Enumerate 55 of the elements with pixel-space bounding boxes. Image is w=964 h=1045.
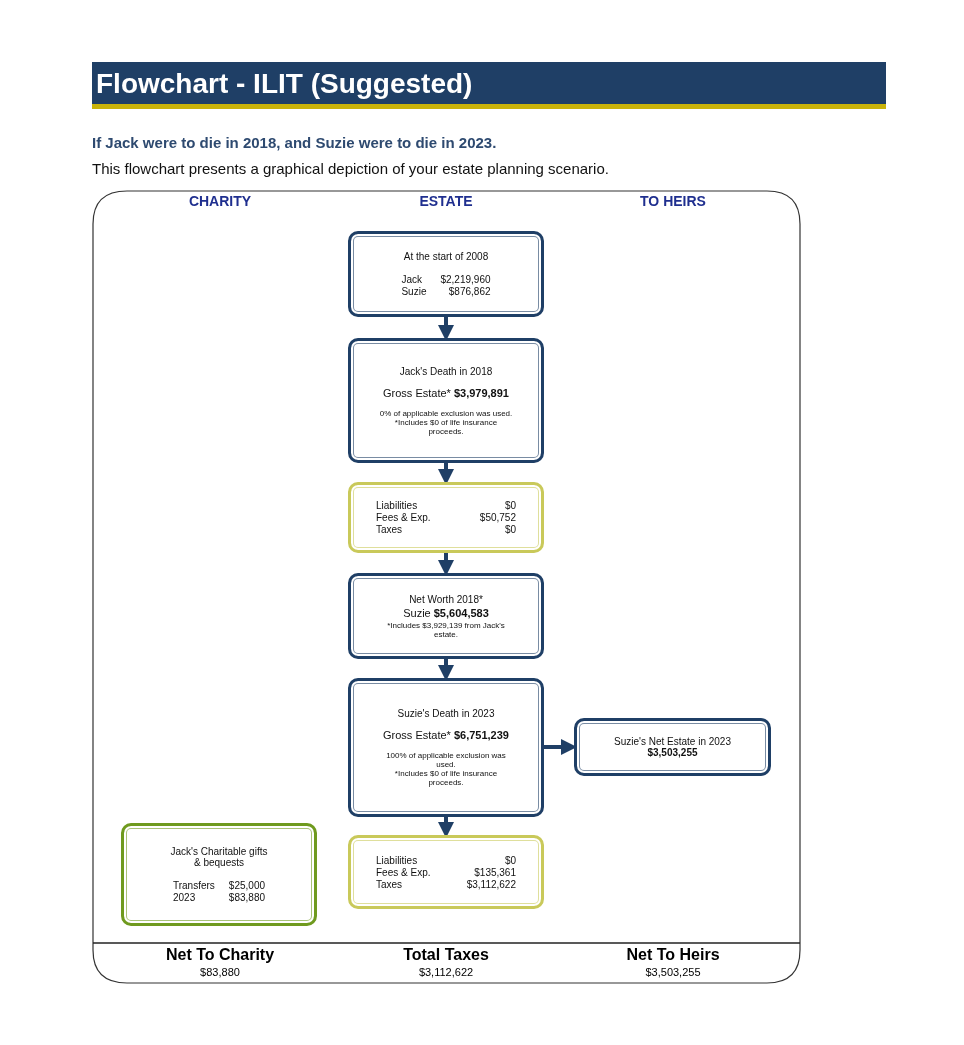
row-label: 2023 bbox=[173, 892, 197, 903]
box-heading: Suzie's Death in 2023 bbox=[397, 708, 495, 719]
amount: $25,000 bbox=[228, 880, 265, 891]
net-worth-box bbox=[348, 573, 544, 659]
start-box bbox=[348, 231, 544, 317]
box-text: Suzie $5,604,583 bbox=[403, 606, 489, 619]
row-label: Taxes bbox=[376, 524, 404, 535]
total-value: $3,503,255 bbox=[645, 966, 701, 978]
amount: $135,361 bbox=[473, 866, 516, 878]
event-box bbox=[348, 678, 544, 817]
box-heading: Jack's Death in 2018 bbox=[399, 365, 493, 377]
row-label: Liabilities bbox=[376, 854, 419, 866]
total-value: $83,880 bbox=[200, 966, 240, 978]
charity-box bbox=[121, 823, 317, 926]
total-value: $3,112,622 bbox=[418, 966, 474, 978]
box-text: *Includes $0 of life insurance proceeds. bbox=[393, 769, 499, 787]
net-estate-box bbox=[574, 718, 771, 776]
amount: $50,752 bbox=[479, 512, 516, 523]
box-text: $3,503,255 bbox=[647, 747, 698, 758]
row-label: Liabilities bbox=[376, 500, 419, 511]
column-heading: TO HEIRS bbox=[640, 193, 706, 209]
column-heading: CHARITY bbox=[188, 193, 252, 209]
amount: $876,862 bbox=[447, 286, 491, 297]
box-text: 0% of applicable exclusion was used. bbox=[379, 408, 513, 418]
row-label: Jack bbox=[401, 274, 423, 285]
box-text: Gross Estate* $3,979,891 bbox=[383, 386, 509, 399]
amount: $2,219,960 bbox=[440, 274, 491, 285]
box-text: Gross Estate* $6,751,239 bbox=[383, 729, 509, 741]
column-heading: ESTATE bbox=[419, 193, 473, 209]
amount: $3,112,622 bbox=[466, 878, 516, 890]
amount: $0 bbox=[503, 524, 516, 535]
title: Flowchart - ILIT (Suggested) bbox=[96, 68, 473, 100]
row-label: Transfers bbox=[173, 880, 215, 891]
row-label: Taxes bbox=[376, 878, 404, 890]
amount: $83,880 bbox=[228, 892, 265, 903]
box-text: *Includes $0 of life insurance proceeds. bbox=[393, 417, 499, 436]
intro-text: This flowchart presents a graphical depiction of your estate planning scenario. bbox=[92, 160, 609, 177]
box-text: 100% of applicable exclusion was used. bbox=[385, 751, 507, 769]
deductions-box bbox=[348, 482, 544, 553]
box-heading: Jack's Charitable gifts & bequests bbox=[169, 846, 269, 868]
total-heading: Total Taxes bbox=[403, 946, 489, 964]
row-label: Fees & Exp. bbox=[376, 866, 431, 878]
box-heading: Suzie's Net Estate in 2023 bbox=[614, 736, 731, 747]
total-heading: Net To Charity bbox=[165, 946, 275, 964]
total-heading: Net To Heirs bbox=[626, 946, 720, 964]
amount: $0 bbox=[503, 500, 516, 511]
box-text: *Includes $3,929,139 from Jack's estate. bbox=[386, 620, 506, 639]
deductions-box bbox=[348, 835, 544, 909]
box-heading: At the start of 2008 bbox=[403, 251, 489, 262]
row-label: Suzie bbox=[401, 286, 427, 297]
amount: $0 bbox=[503, 854, 516, 866]
subtitle: If Jack were to die in 2018, and Suzie were to die in 2023. bbox=[92, 134, 497, 151]
event-box bbox=[348, 338, 544, 463]
row-label: Fees & Exp. bbox=[376, 512, 431, 523]
box-heading: Net Worth 2018* bbox=[409, 593, 483, 605]
